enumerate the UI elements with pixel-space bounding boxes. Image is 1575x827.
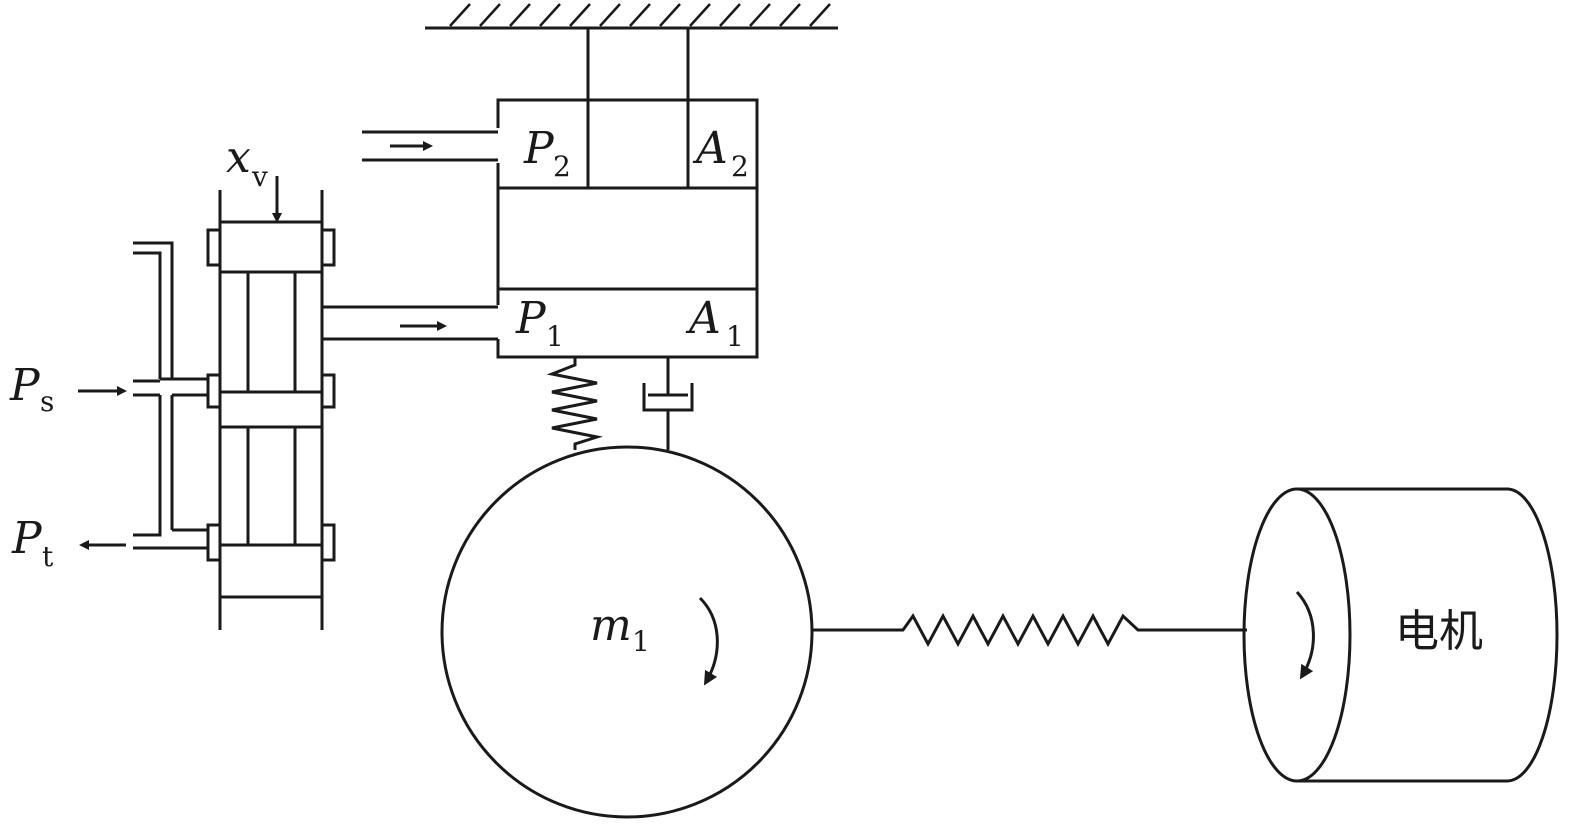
label-mass: m 1 [590, 600, 650, 658]
piston [496, 186, 759, 291]
chamber2-inlet-line [362, 130, 498, 162]
svg-text:P: P [515, 293, 547, 344]
svg-text:P: P [11, 513, 43, 564]
label-supply-pressure: P s [9, 360, 54, 418]
svg-text:t: t [42, 540, 54, 573]
label-chamber2-pressure: P 2 [523, 123, 571, 183]
servo-valve [206, 190, 336, 630]
hatched-ground-icon [425, 3, 838, 30]
rotor-mass [440, 445, 814, 819]
motor [1242, 487, 1559, 783]
svg-text:1: 1 [546, 320, 564, 353]
svg-text:s: s [40, 385, 54, 418]
svg-text:P: P [523, 123, 555, 174]
svg-text:P: P [9, 360, 41, 411]
svg-text:A: A [685, 293, 721, 344]
svg-text:x: x [226, 132, 251, 183]
svg-text:A: A [692, 123, 728, 174]
label-chamber1-pressure: P 1 [515, 293, 564, 353]
curved-rotation-arrow-icon [1295, 590, 1315, 680]
curved-rotation-arrow-icon [698, 596, 719, 686]
label-motor: 电机 [1395, 606, 1483, 657]
svg-text:1: 1 [632, 625, 650, 658]
torsional-spring-shaft [812, 612, 1247, 648]
valve-piping [133, 241, 208, 550]
svg-text:v: v [251, 160, 268, 193]
svg-text:2: 2 [553, 150, 571, 183]
label-chamber2-area: A 2 [692, 123, 749, 183]
zigzag-spring-icon [546, 357, 603, 450]
svg-text:2: 2 [731, 150, 749, 183]
label-tank-pressure: P t [11, 513, 54, 573]
label-valve-displacement: x v [226, 132, 268, 193]
piston-rod [586, 28, 690, 188]
svg-text:m: m [590, 600, 632, 651]
chamber1-inlet-line [323, 305, 498, 341]
dashpot-damper-icon [642, 357, 694, 450]
label-chamber1-area: A 1 [685, 293, 744, 353]
svg-text:1: 1 [726, 320, 744, 353]
hydraulic-cylinder [496, 98, 759, 359]
